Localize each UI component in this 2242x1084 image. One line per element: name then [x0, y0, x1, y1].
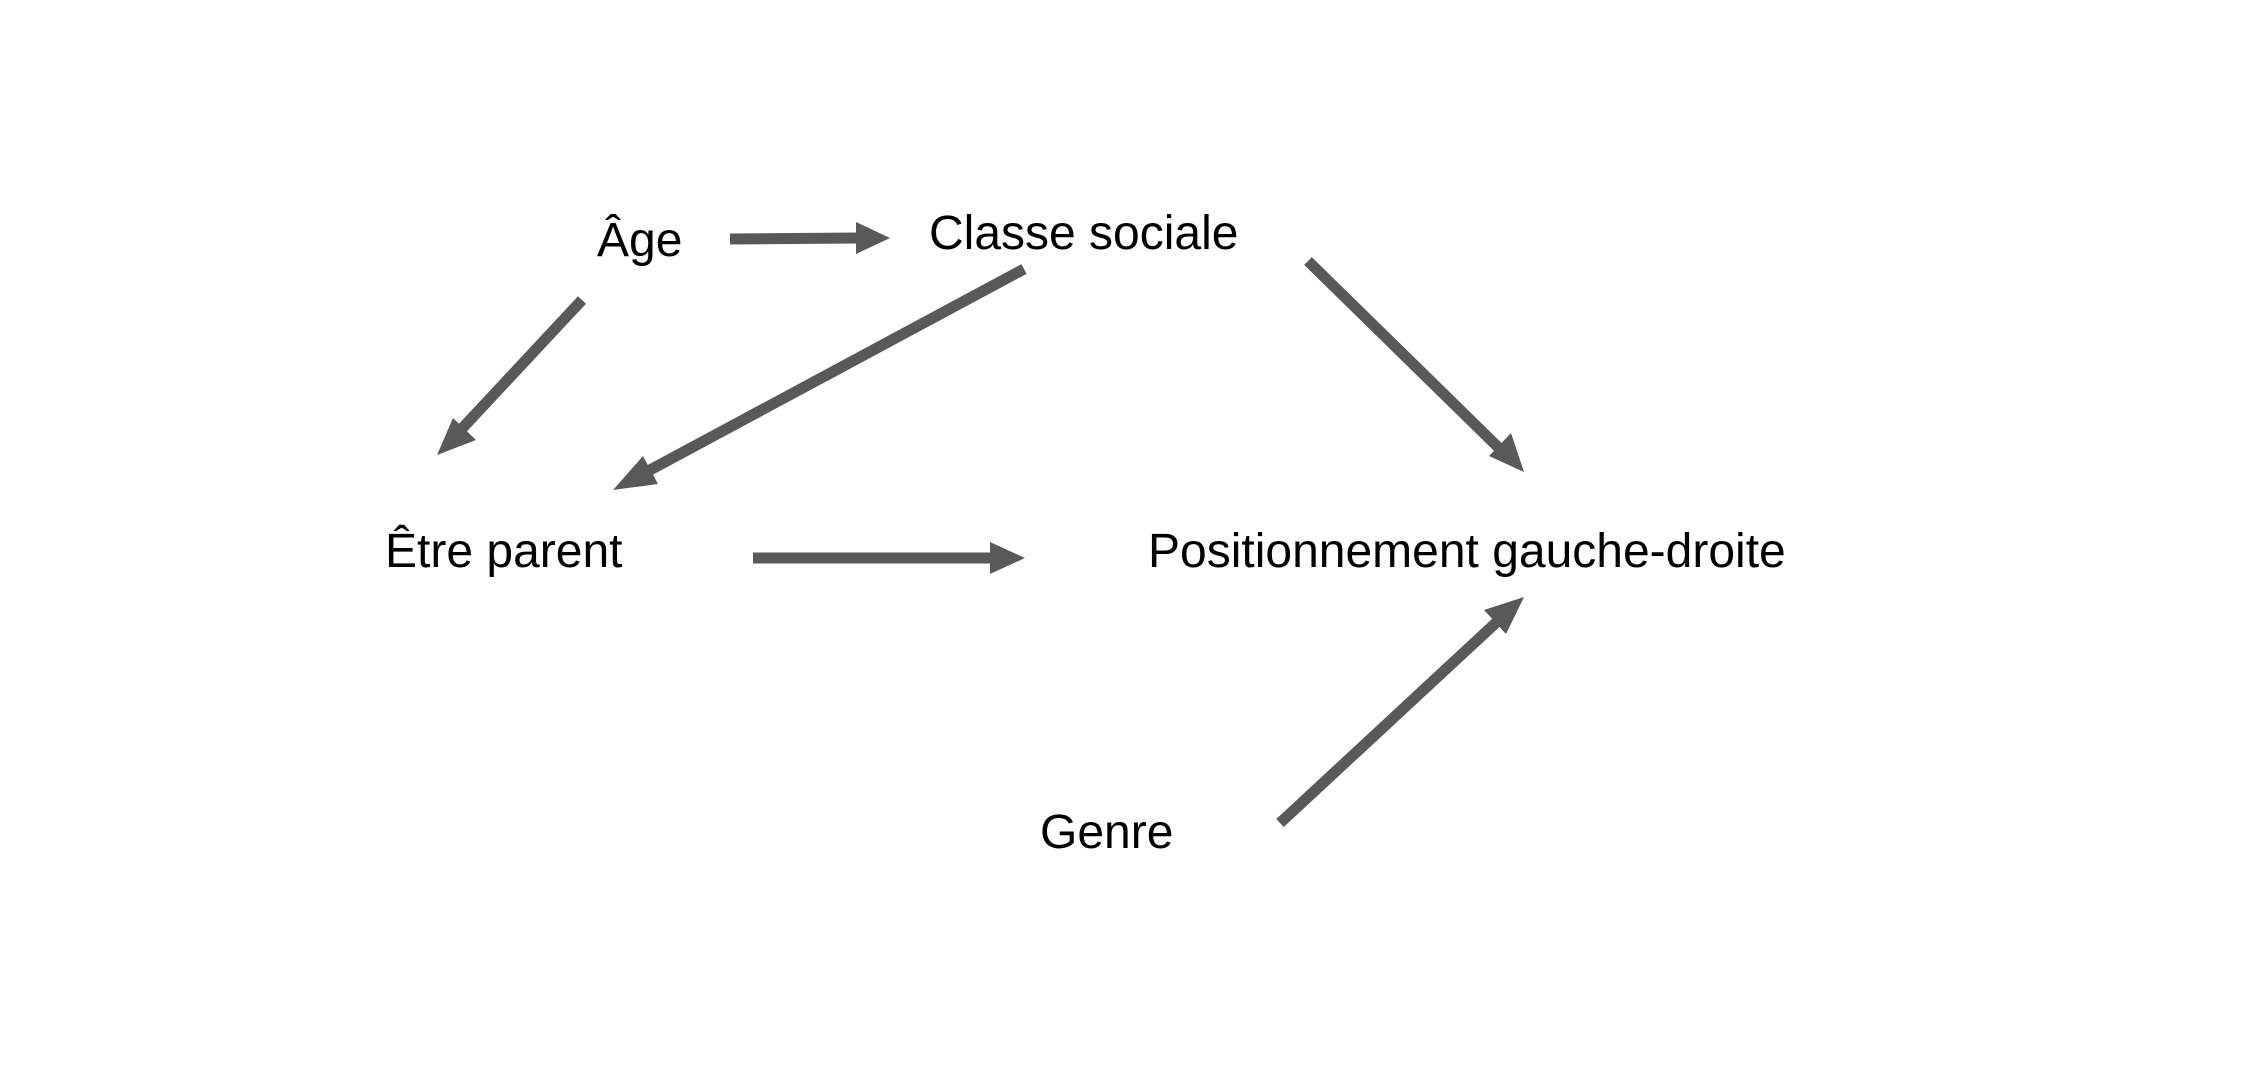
- edge-genre-position: [1276, 597, 1524, 828]
- node-age: Âge: [597, 214, 682, 267]
- edge-classe-position: [1304, 257, 1524, 472]
- node-positionnement: Positionnement gauche-droite: [1148, 525, 1786, 578]
- edge-age-parent: [437, 296, 587, 455]
- edge-classe-parent: [613, 264, 1027, 490]
- node-etre-parent: Être parent: [385, 525, 622, 578]
- edge-parent-position: [753, 542, 1025, 574]
- edge-age-classe: [729, 222, 890, 254]
- node-genre: Genre: [1040, 806, 1173, 859]
- node-classe-sociale: Classe sociale: [929, 207, 1238, 260]
